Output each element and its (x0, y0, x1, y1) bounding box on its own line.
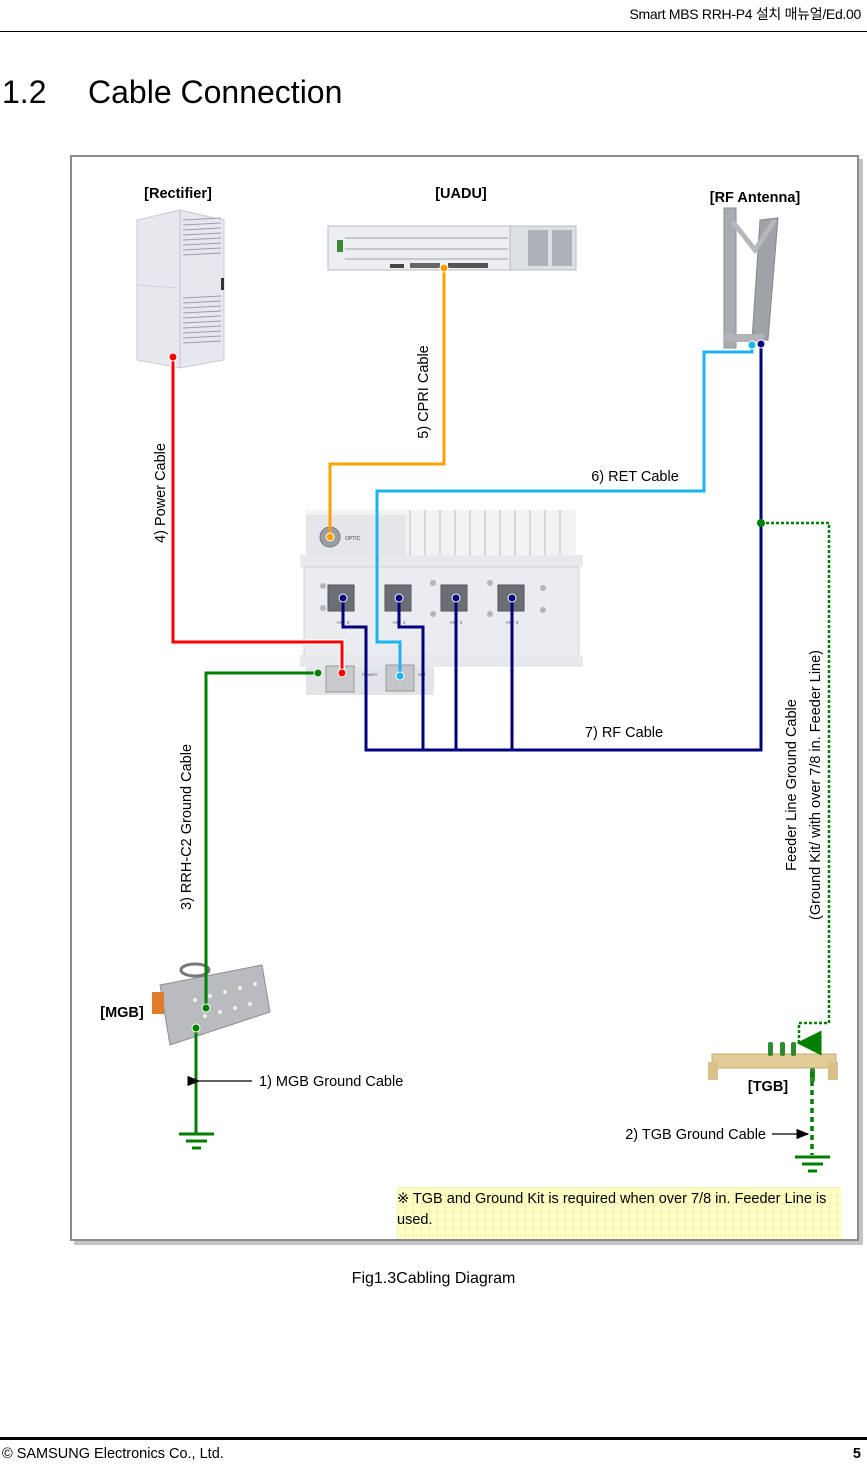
rrh-port-power-label: POWER (362, 672, 377, 677)
tgb-ground-cable-label: 2) TGB Ground Cable (625, 1127, 766, 1143)
ret-cable-connector-rrh (395, 671, 405, 681)
ret-cable-label: 6) RET Cable (591, 469, 679, 485)
tgb-requirement-note: ※ TGB and Ground Kit is required when ov… (397, 1187, 841, 1239)
feeder-ground-kit-connector (757, 519, 765, 527)
rrh-ground-cable (204, 671, 318, 1008)
section-title: Cable Connection (88, 74, 343, 110)
cpri-cable (328, 268, 446, 537)
rf-antenna-image (723, 207, 779, 349)
rectifier-label: [Rectifier] (144, 186, 212, 202)
rf-connector-ant1 (394, 593, 404, 603)
uadu-label: [UADU] (435, 186, 487, 202)
mgb-ground-cable-label: 1) MGB Ground Cable (259, 1074, 403, 1090)
feeder-line-ground-cable (761, 521, 831, 1056)
cpri-cable-connector-rrh (325, 532, 335, 542)
power-cable-connector-rectifier (168, 352, 178, 362)
ret-cable-connector-antenna (747, 340, 757, 350)
rf-cable-ant1 (397, 598, 425, 750)
rf-cable-ant0 (341, 344, 763, 752)
footer-divider (0, 1437, 867, 1440)
cpri-cable-connector-uadu (439, 263, 449, 273)
mgb-busbar-image (152, 962, 271, 1046)
section-heading: 1.2 Cable Connection (2, 74, 342, 111)
rf-connector-antenna (756, 339, 766, 349)
cpri-cable-label: 5) CPRI Cable (416, 345, 432, 438)
rf-connector-ant0 (338, 593, 348, 603)
power-cable-connector-rrh (337, 668, 347, 678)
rf-cable (341, 344, 763, 752)
mgb-earth-ground-icon (179, 1132, 214, 1150)
ret-cable (375, 345, 754, 676)
figure-caption: Fig1.3Cabling Diagram (351, 1270, 516, 1287)
rrh-ground-connector (313, 668, 323, 678)
mgb-label: [MGB] (100, 1005, 144, 1021)
rrh-ground-cable-label: 3) RRH-C2 Ground Cable (179, 744, 195, 910)
tgb-earth-ground-icon (795, 1155, 830, 1173)
mgb-ground-connector (191, 1023, 201, 1033)
tgb-busbar-image (708, 1042, 838, 1082)
section-number: 1.2 (2, 74, 47, 110)
tgb-label: [TGB] (748, 1079, 788, 1095)
rf-antenna-label: [RF Antenna] (710, 190, 801, 206)
power-cable-line (171, 357, 344, 673)
footer-page-number: 5 (852, 1446, 861, 1462)
rf-cable-label: 7) RF Cable (585, 725, 663, 741)
power-cable-label: 4) Power Cable (153, 443, 169, 543)
document-header-title: Smart MBS RRH-P4 설치 매뉴얼/Ed.00 (629, 6, 861, 22)
feeder-line-ground-label: Feeder Line Ground Cable (784, 699, 800, 871)
footer-copyright: © SAMSUNG Electronics Co., Ltd. (2, 1446, 224, 1462)
feeder-line-ground-sublabel: (Ground Kit/ with over 7/8 in. Feeder Li… (808, 650, 824, 920)
rf-connector-ant3 (507, 593, 517, 603)
rectifier-cabinet-image (136, 209, 225, 369)
mgb-rrh-ground-connector (201, 1003, 211, 1013)
rrh-port-optic-label: OPTIC (345, 536, 361, 542)
uadu-unit-image (327, 225, 577, 271)
header-divider (0, 31, 867, 32)
rf-connector-ant2 (451, 593, 461, 603)
